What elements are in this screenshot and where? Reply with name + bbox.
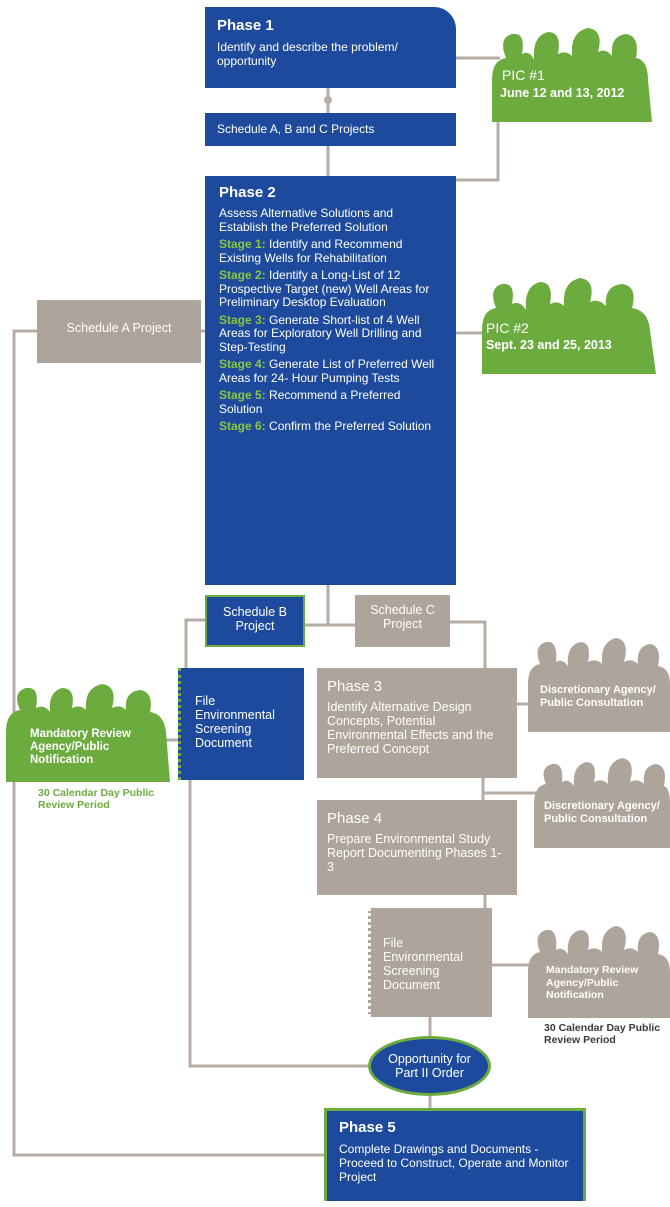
disc2-text: Discretionary Agency/ Public Consultatio… — [544, 800, 660, 825]
phase5-box: Phase 5 Complete Drawings and Documents … — [324, 1108, 586, 1201]
phase3-title: Phase 3 — [327, 678, 383, 695]
stage-label: Stage 1: — [219, 237, 266, 251]
file-esd-b-box: File Environmental Screening Document — [178, 668, 304, 780]
people-silhouette-icon — [528, 638, 670, 732]
stage-text: Identify a Long-List of 12 Prospective T… — [219, 268, 430, 309]
pic1-title: PIC #1 — [502, 67, 545, 83]
opportunity-ellipse: Opportunity for Part II Order — [368, 1036, 491, 1096]
people-silhouette-icon — [534, 758, 670, 848]
stage-item: Stage 5: Recommend a Preferred Solution — [219, 388, 444, 416]
mandatory-left-note: 30 Calendar Day Public Review Period — [38, 787, 155, 811]
phase3-text: Identify Alternative Design Concepts, Po… — [327, 700, 494, 756]
people-silhouette-icon — [492, 28, 652, 122]
schedule-c-box: Schedule C Project — [355, 595, 450, 647]
people-silhouette-icon — [528, 926, 670, 1018]
pic2-date: Sept. 23 and 25, 2013 — [486, 338, 612, 352]
stage-label: Stage 5: — [219, 388, 266, 402]
pic2-title: PIC #2 — [486, 320, 529, 336]
phase5-title: Phase 5 — [339, 1119, 396, 1136]
people-silhouette-icon — [482, 278, 656, 374]
stage-text: Recommend a Preferred Solution — [219, 388, 401, 416]
disc1-crowd: Discretionary Agency/ Public Consultatio… — [528, 634, 670, 732]
mandatory-left-crowd: Mandatory Review Agency/Public Notificat… — [6, 678, 170, 782]
stage-text: Identify and Recommend Existing Wells fo… — [219, 237, 403, 265]
stage-item: Stage 4: Generate List of Preferred Well… — [219, 357, 444, 385]
schedule-abc-label: Schedule A, B and C Projects — [217, 122, 375, 136]
disc2-crowd: Discretionary Agency/ Public Consultatio… — [534, 756, 670, 848]
stage-label: Stage 4: — [219, 357, 266, 371]
schedule-abc-box: Schedule A, B and C Projects — [205, 113, 456, 146]
phase4-box: Phase 4 Prepare Environmental Study Repo… — [317, 800, 517, 895]
stage-text: Generate List of Preferred Well Areas fo… — [219, 357, 435, 385]
file-esd-b-label: File Environmental Screening Document — [195, 694, 275, 750]
stage-item: Stage 6: Confirm the Preferred Solution — [219, 419, 444, 434]
stage-item: Stage 1: Identify and Recommend Existing… — [219, 237, 444, 265]
stage-item: Stage 2: Identify a Long-List of 12 Pros… — [219, 268, 444, 310]
file-esd-c-label: File Environmental Screening Document — [383, 936, 463, 992]
phase5-text: Complete Drawings and Documents - Procee… — [339, 1142, 569, 1184]
stage-item: Stage 3: Generate Short-list of 4 Well A… — [219, 312, 444, 355]
phase2-text: Assess Alternative Solutions and Establi… — [219, 206, 394, 234]
mandatory-left-text: Mandatory Review Agency/Public Notificat… — [30, 728, 131, 766]
schedule-b-label: Schedule B Project — [223, 605, 287, 633]
mandatory-right-note: 30 Calendar Day Public Review Period — [544, 1022, 661, 1046]
phase4-title: Phase 4 — [327, 810, 383, 827]
schedule-a-box: Schedule A Project — [37, 300, 201, 363]
schedule-b-box: Schedule B Project — [205, 595, 305, 647]
file-esd-c-box: File Environmental Screening Document — [368, 908, 492, 1017]
people-silhouette-icon — [6, 684, 170, 782]
phase1-text: Identify and describe the problem/ oppor… — [217, 40, 398, 68]
stage-label: Stage 6: — [219, 419, 266, 433]
pic1-date: June 12 and 13, 2012 — [500, 86, 625, 100]
stage-label: Stage 2: — [219, 268, 266, 282]
mandatory-right-text: Mandatory Review Agency/Public Notificat… — [546, 964, 639, 1001]
mandatory-right-crowd: Mandatory Review Agency/Public Notificat… — [528, 922, 670, 1018]
stage-list: Stage 1: Identify and Recommend Existing… — [219, 237, 444, 434]
phase1-box: Phase 1 Identify and describe the proble… — [205, 7, 456, 88]
disc1-text: Discretionary Agency/ Public Consultatio… — [540, 684, 656, 709]
schedule-a-label: Schedule A Project — [66, 321, 172, 335]
phase3-box: Phase 3 Identify Alternative Design Conc… — [317, 668, 517, 778]
pic2-crowd: PIC #2 Sept. 23 and 25, 2013 — [480, 270, 658, 374]
phase2-box: Phase 2 Assess Alternative Solutions and… — [205, 176, 456, 585]
phase1-title: Phase 1 — [217, 17, 274, 34]
schedule-c-label: Schedule C Project — [370, 603, 435, 631]
phase2-title: Phase 2 — [219, 184, 276, 201]
pic1-crowd: PIC #1 June 12 and 13, 2012 — [488, 20, 656, 122]
stage-label: Stage 3: — [219, 312, 266, 327]
phase4-text: Prepare Environmental Study Report Docum… — [327, 832, 502, 874]
stage-text: Generate Short-list of 4 Well Areas for … — [219, 312, 422, 354]
opportunity-label: Opportunity for Part II Order — [388, 1052, 471, 1080]
stage-text: Confirm the Preferred Solution — [269, 419, 432, 433]
